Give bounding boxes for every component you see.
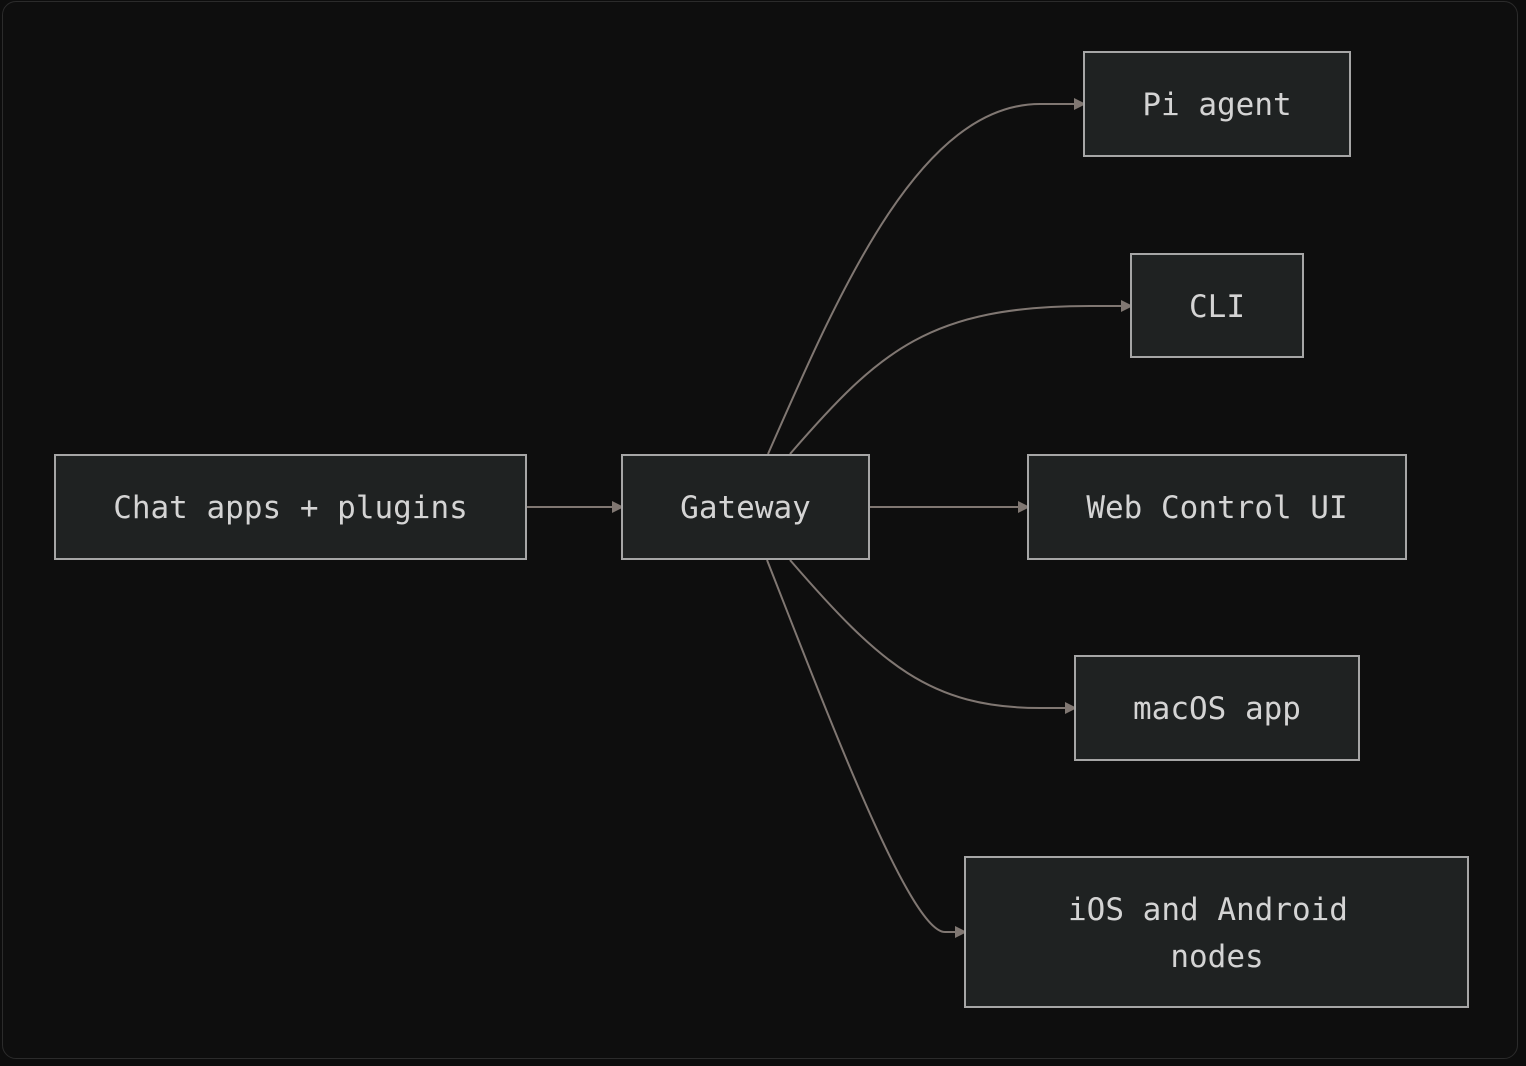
node-label-line-1: iOS and Android [1068,892,1348,928]
edge-gateway-to-cli [789,300,1133,455]
edge-gateway-to-macos-app [789,559,1077,714]
node-ios-android-nodes[interactable]: iOS and Android nodes [964,856,1469,1008]
node-gateway[interactable]: Gateway [621,454,870,560]
node-label: Pi agent [1142,87,1291,123]
node-label-line-2: nodes [1170,939,1263,975]
node-chat-apps-plugins[interactable]: Chat apps + plugins [54,454,527,560]
node-label: macOS app [1133,691,1301,727]
node-pi-agent[interactable]: Pi agent [1083,51,1351,157]
node-web-control-ui[interactable]: Web Control UI [1027,454,1407,560]
node-label: Web Control UI [1086,490,1347,526]
node-macos-app[interactable]: macOS app [1074,655,1360,761]
node-cli[interactable]: CLI [1130,253,1304,358]
node-label: CLI [1189,289,1245,325]
node-label: Chat apps + plugins [113,490,468,526]
edge-gateway-to-pi-agent [767,98,1086,455]
edge-gateway-to-ios-android-nodes [766,559,967,938]
node-label: Gateway [680,490,811,526]
